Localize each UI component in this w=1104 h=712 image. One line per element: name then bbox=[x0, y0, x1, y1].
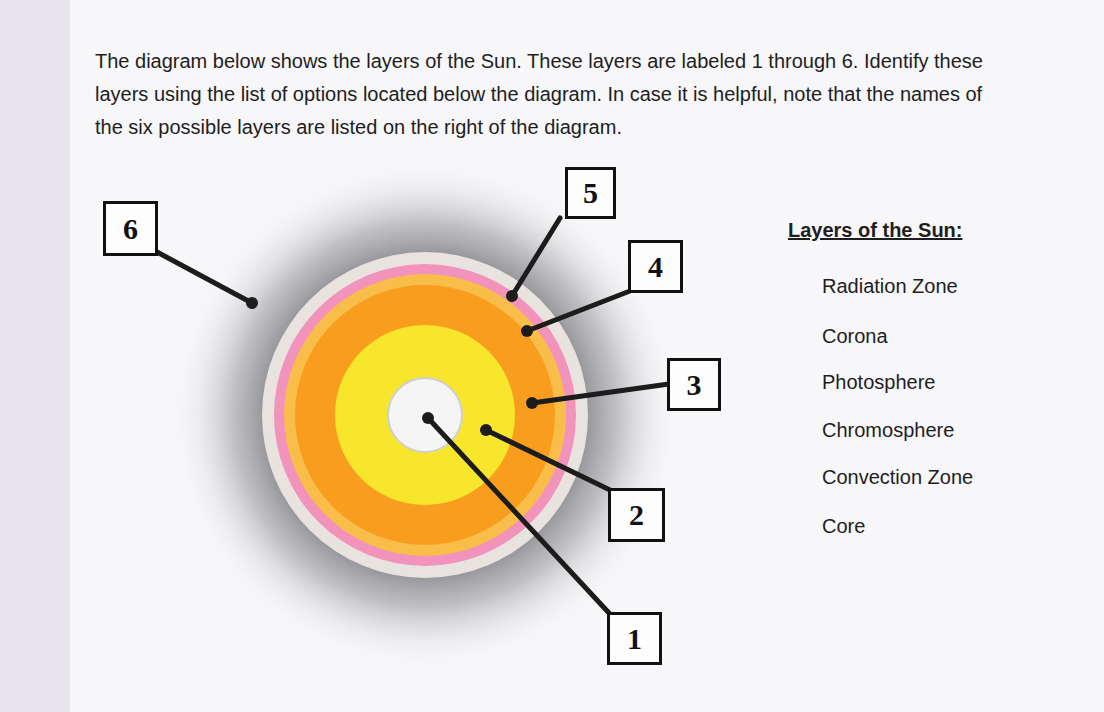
layer-option: Core bbox=[822, 515, 865, 538]
layer-option: Chromosphere bbox=[822, 419, 954, 442]
callout-number: 4 bbox=[648, 250, 663, 284]
callout-box: 5 bbox=[565, 167, 616, 219]
callout-number: 2 bbox=[629, 498, 644, 532]
layer-option: Photosphere bbox=[822, 371, 935, 394]
callout-box: 3 bbox=[667, 358, 721, 411]
callout-box: 1 bbox=[607, 612, 662, 665]
callout-number: 5 bbox=[583, 176, 598, 210]
layer-option: Corona bbox=[822, 325, 888, 348]
list-heading: Layers of the Sun: bbox=[788, 219, 962, 242]
question-text: The diagram below shows the layers of th… bbox=[95, 45, 995, 144]
callout-box: 4 bbox=[628, 240, 683, 293]
layer-option: Radiation Zone bbox=[822, 275, 958, 298]
callout-number: 3 bbox=[687, 368, 702, 402]
callout-box: 2 bbox=[608, 488, 665, 542]
callout-number: 6 bbox=[123, 212, 138, 246]
callout-number: 1 bbox=[627, 622, 642, 656]
layer-option: Convection Zone bbox=[822, 466, 973, 489]
callout-box: 6 bbox=[103, 201, 158, 256]
